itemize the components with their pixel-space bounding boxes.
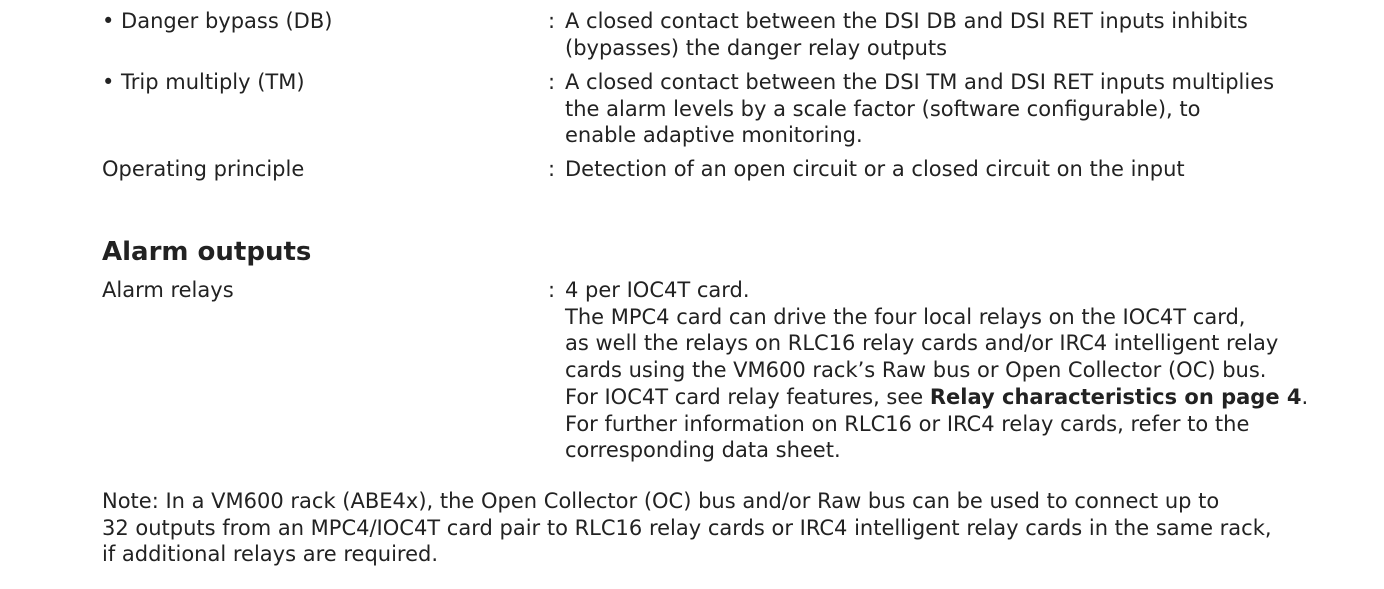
note-line: 32 outputs from an MPC4/IOC4T card pair … <box>102 515 1272 540</box>
spec-colon: : <box>548 278 556 302</box>
spec-label-operating-principle: Operating principle <box>102 157 305 181</box>
spec-value-line: as well the relays on RLC16 relay cards … <box>565 331 1279 356</box>
spec-value-danger-bypass: A closed contact between the DSI DB and … <box>565 8 1325 61</box>
spec-value-trip-multiply: A closed contact between the DSI TM and … <box>565 69 1325 149</box>
spec-value-line: For further information on RLC16 or IRC4… <box>565 411 1250 436</box>
spec-colon: : <box>548 9 556 33</box>
spec-label-trip-multiply: • Trip multiply (TM) <box>102 70 305 94</box>
spec-value-line: 4 per IOC4T card. <box>565 278 750 302</box>
note-line: Note: In a VM600 rack (ABE4x), the Open … <box>102 489 1220 513</box>
spec-colon: : <box>548 157 556 181</box>
spec-value-line: the alarm levels by a scale factor (soft… <box>565 96 1201 121</box>
spec-value-line: cards using the VM600 rack’s Raw bus or … <box>565 358 1267 383</box>
spec-value-line: (bypasses) the danger relay outputs <box>565 35 948 60</box>
spec-value-operating-principle: Detection of an open circuit or a closed… <box>565 156 1325 183</box>
note-line: if additional relays are required. <box>102 542 439 566</box>
reference-suffix: . <box>1301 384 1309 409</box>
cross-reference-link[interactable]: Relay characteristics on page 4 <box>929 384 1302 409</box>
note-paragraph: Note: In a VM600 rack (ABE4x), the Open … <box>102 488 1342 568</box>
spec-value-line: A closed contact between the DSI DB and … <box>565 9 1248 33</box>
section-heading-alarm-outputs: Alarm outputs <box>102 237 312 267</box>
spec-value-line: A closed contact between the DSI TM and … <box>565 70 1275 94</box>
spec-value-line: enable adaptive monitoring. <box>565 123 863 148</box>
spec-colon: : <box>548 70 556 94</box>
spec-value-line: Detection of an open circuit or a closed… <box>565 157 1185 181</box>
spec-value-line: The MPC4 card can drive the four local r… <box>565 304 1246 329</box>
spec-value-alarm-relays: 4 per IOC4T card. The MPC4 card can driv… <box>565 277 1325 464</box>
reference-prefix: For IOC4T card relay features, see <box>565 384 930 409</box>
spec-label-danger-bypass: • Danger bypass (DB) <box>102 9 333 33</box>
spec-value-line-with-reference: For IOC4T card relay features, see Relay… <box>565 384 1325 411</box>
spec-label-alarm-relays: Alarm relays <box>102 278 234 302</box>
spec-value-line: corresponding data sheet. <box>565 438 841 463</box>
